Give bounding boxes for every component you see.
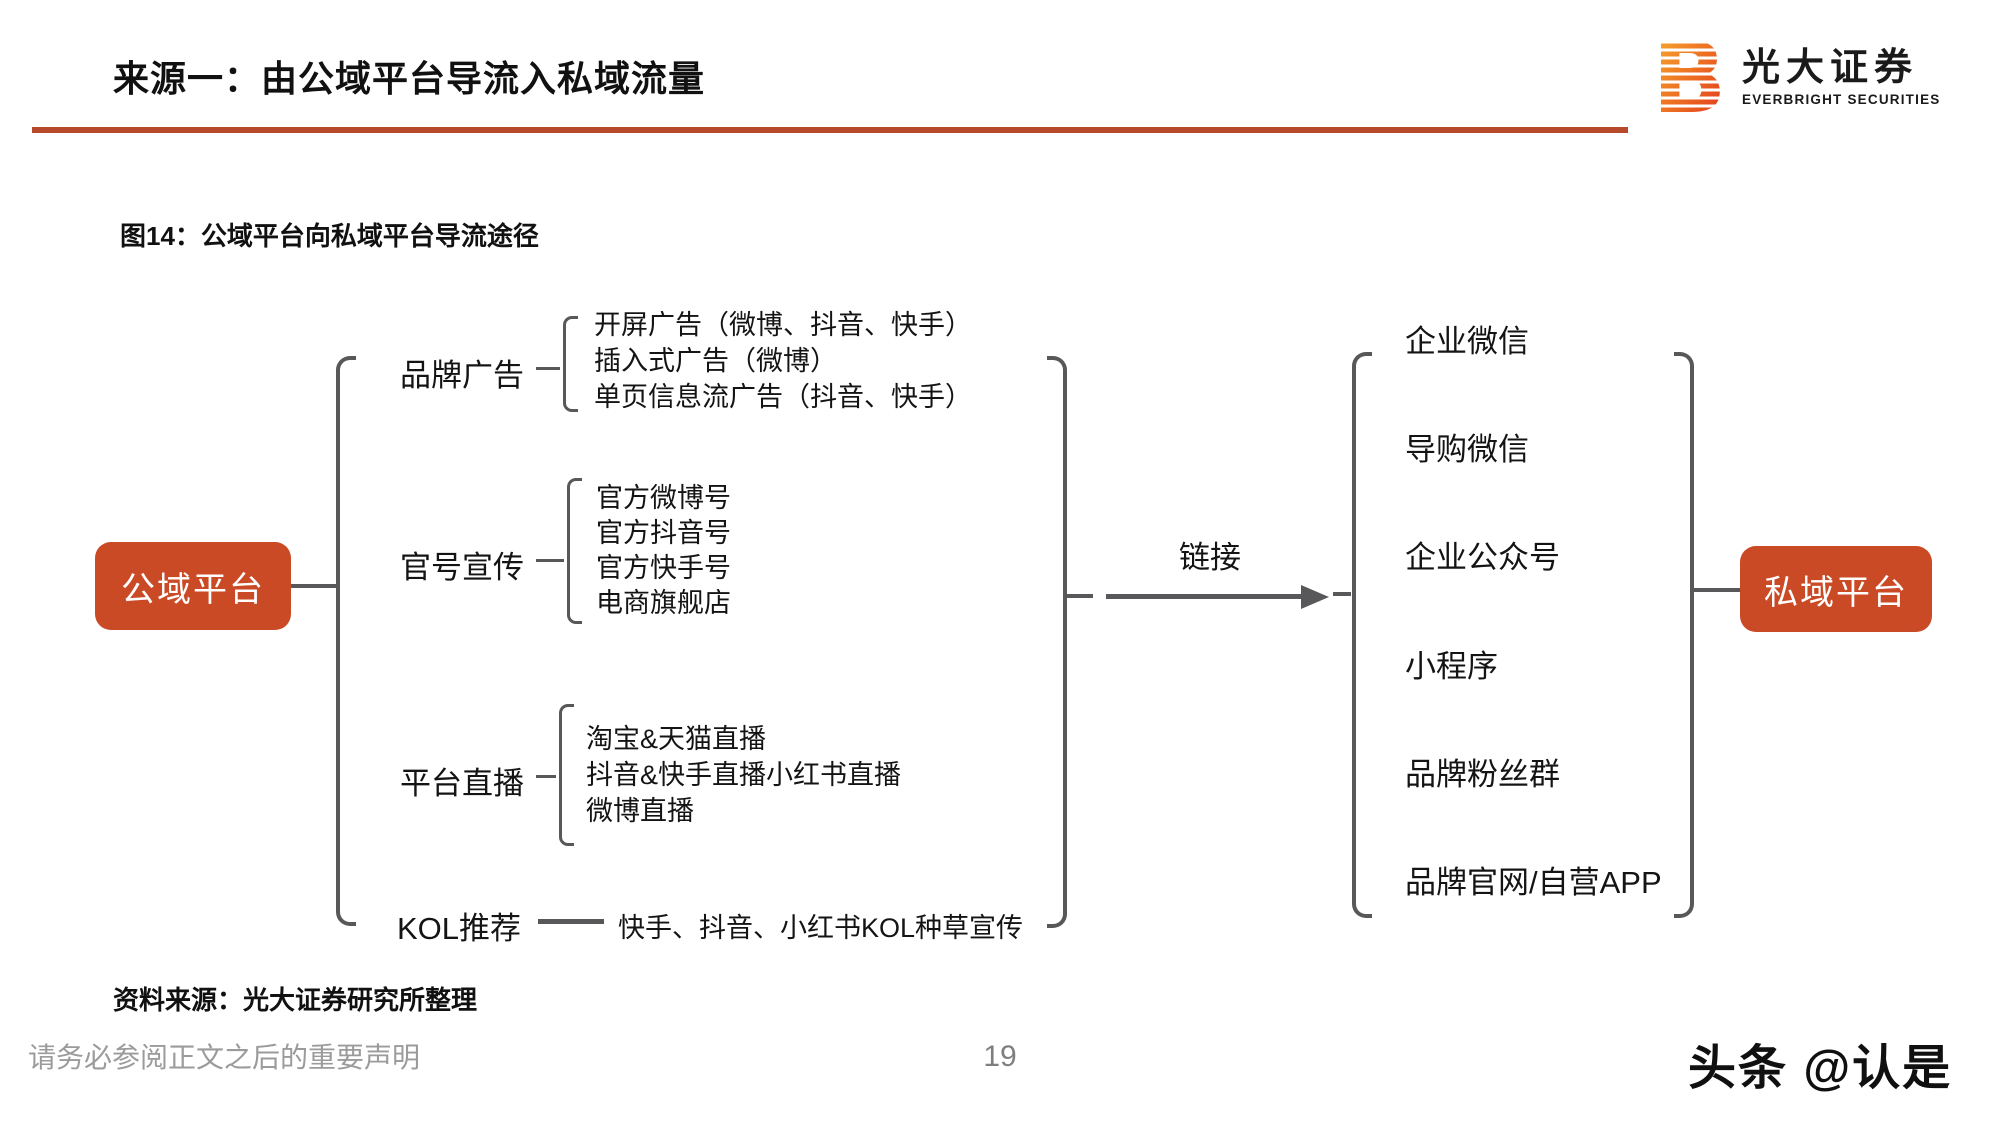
- branch-item: 快手、抖音、小红书KOL种草宣传: [618, 913, 1024, 943]
- middle-close-bracket: [1047, 356, 1067, 928]
- branch-bracket-3: [559, 704, 574, 846]
- branch-label-kol: KOL推荐: [397, 911, 522, 946]
- right-close-bracket: [1674, 352, 1694, 918]
- toutiao-watermark: 头条 @认是: [1688, 1042, 1953, 1095]
- private-domain-node: 私域平台: [1740, 546, 1932, 632]
- everbright-logo: B 光大证券 EVERBRIGHT SECURITIES: [1650, 22, 1941, 136]
- figure-source: 资料来源：光大证券研究所整理: [113, 985, 478, 1015]
- branch-items-platform-live: 淘宝&天猫直播 抖音&快手直播小红书直播 微博直播: [586, 721, 901, 829]
- branch-item: 单页信息流广告（抖音、快手）: [594, 382, 972, 412]
- arrow-head-icon: [1301, 585, 1329, 609]
- connector-right: [1694, 588, 1740, 592]
- branch-item: 开屏广告（微博、抖音、快手）: [594, 310, 972, 340]
- channel-item: 导购微信: [1405, 432, 1529, 468]
- branch-bracket-2: [567, 478, 582, 624]
- branch-label-brand-ads: 品牌广告: [400, 358, 524, 393]
- connector-left: [291, 584, 336, 588]
- channel-item: 品牌粉丝群: [1405, 756, 1560, 792]
- figure-caption: 图14：公域平台向私域平台导流途径: [120, 221, 539, 251]
- branch-item: 微博直播: [586, 796, 694, 826]
- branch-item: 官方抖音号: [596, 518, 731, 548]
- arrow-label: 链接: [1179, 540, 1241, 575]
- branch-item: 官方快手号: [596, 553, 731, 583]
- footer-disclaimer: 请务必参阅正文之后的重要声明: [28, 1042, 421, 1073]
- branch-item: 抖音&快手直播小红书直播: [586, 760, 902, 790]
- public-domain-node: 公域平台: [95, 542, 291, 630]
- channel-item: 企业公众号: [1405, 540, 1560, 576]
- branch-label-platform-live: 平台直播: [400, 766, 524, 801]
- arrow-line: [1106, 594, 1304, 599]
- branch-dash-4: [538, 919, 604, 924]
- branch-items-brand-ads: 开屏广告（微博、抖音、快手） 插入式广告（微博） 单页信息流广告（抖音、快手）: [594, 307, 972, 415]
- branch-item: 电商旗舰店: [596, 588, 731, 618]
- left-main-bracket: [336, 356, 356, 926]
- channel-item: 小程序: [1405, 648, 1498, 684]
- page-number: 19: [983, 1040, 1017, 1073]
- page-title: 来源一：由公域平台导流入私域流量: [113, 58, 706, 99]
- channel-item: 品牌官网/自营APP: [1405, 864, 1662, 900]
- logo-name-cn: 光大证券: [1742, 46, 1919, 89]
- branch-dash-1: [536, 367, 560, 370]
- branch-item: 插入式广告（微博）: [594, 346, 837, 376]
- title-underline: [32, 127, 1628, 133]
- arrow-stub-right: [1333, 592, 1351, 596]
- branch-item: 官方微博号: [596, 483, 731, 513]
- branch-dash-2: [536, 559, 564, 562]
- channel-item: 企业微信: [1405, 324, 1529, 359]
- branch-items-official-accounts: 官方微博号 官方抖音号 官方快手号 电商旗舰店: [596, 481, 731, 621]
- logo-name-en: EVERBRIGHT SECURITIES: [1742, 92, 1941, 108]
- branch-item: 淘宝&天猫直播: [586, 724, 767, 754]
- arrow-stub-left: [1067, 594, 1093, 598]
- branch-bracket-1: [563, 316, 578, 412]
- private-channel-list: 企业微信 导购微信 企业公众号 小程序 品牌粉丝群 品牌官网/自营APP: [1405, 316, 1662, 902]
- branch-label-official-accounts: 官号宣传: [400, 550, 524, 585]
- branch-dash-3: [536, 775, 556, 778]
- everbright-b-icon: B: [1650, 22, 1728, 136]
- right-open-bracket: [1352, 352, 1372, 918]
